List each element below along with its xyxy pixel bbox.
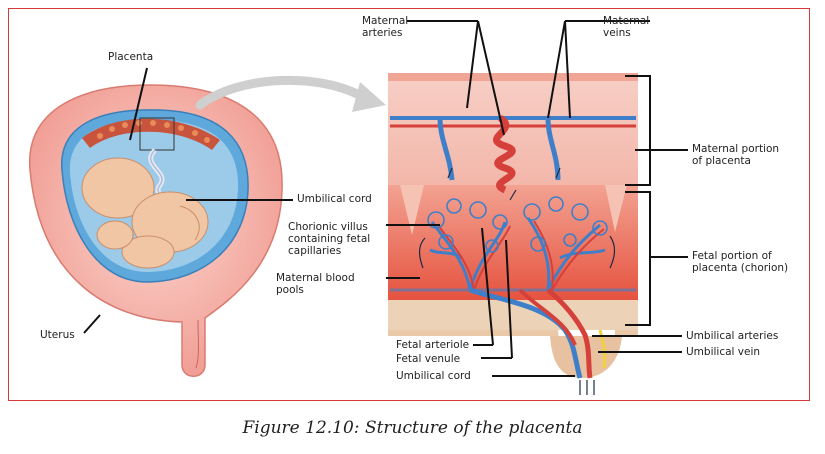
fetus xyxy=(81,157,209,269)
zoom-arrow xyxy=(195,75,370,110)
label-fetal-portion: Fetal portion of placenta (chorion) xyxy=(692,250,788,274)
figure-caption: Figure 12.10: Structure of the placenta xyxy=(242,418,583,438)
label-umbilical-vein: Umbilical vein xyxy=(686,346,761,358)
label-placenta: Placenta xyxy=(108,51,154,63)
label-umbilical-cord-bottom: Umbilical cord xyxy=(396,370,471,382)
label-maternal-veins: Maternal veins xyxy=(603,15,649,39)
zoom-arrowhead xyxy=(352,82,386,112)
label-umbilical-arteries: Umbilical arteries xyxy=(686,330,779,342)
leader-lines xyxy=(83,20,688,377)
label-line: Chorionic villus xyxy=(288,221,368,233)
label-line: of placenta xyxy=(692,155,751,167)
label-fetal-venule: Fetal venule xyxy=(396,353,461,365)
label-line: placenta (chorion) xyxy=(692,262,789,274)
label-uterus: Uterus xyxy=(40,329,75,341)
label-line: Fetal portion of xyxy=(692,250,772,262)
label-line: capillaries xyxy=(288,245,342,257)
label-line: Maternal xyxy=(362,15,409,27)
label-maternal-blood-pools: Maternal blood pools xyxy=(276,272,355,296)
label-line: Maternal portion xyxy=(692,143,780,155)
label-line: arteries xyxy=(362,27,403,39)
label-line: containing fetal xyxy=(288,233,371,245)
label-fetal-arteriole: Fetal arteriole xyxy=(396,339,470,351)
label-line: pools xyxy=(276,284,304,296)
label-line: Maternal xyxy=(603,15,650,27)
label-maternal-portion: Maternal portion of placenta xyxy=(692,143,779,167)
placenta-band xyxy=(82,117,220,151)
label-maternal-arteries: Maternal arteries xyxy=(362,15,408,39)
label-line: Maternal blood xyxy=(276,272,355,284)
placenta-cross-section xyxy=(388,73,638,395)
label-chorionic-villus: Chorionic villus containing fetal capill… xyxy=(288,221,370,257)
label-umbilical-cord-left: Umbilical cord xyxy=(297,193,372,205)
label-line: veins xyxy=(603,27,631,39)
